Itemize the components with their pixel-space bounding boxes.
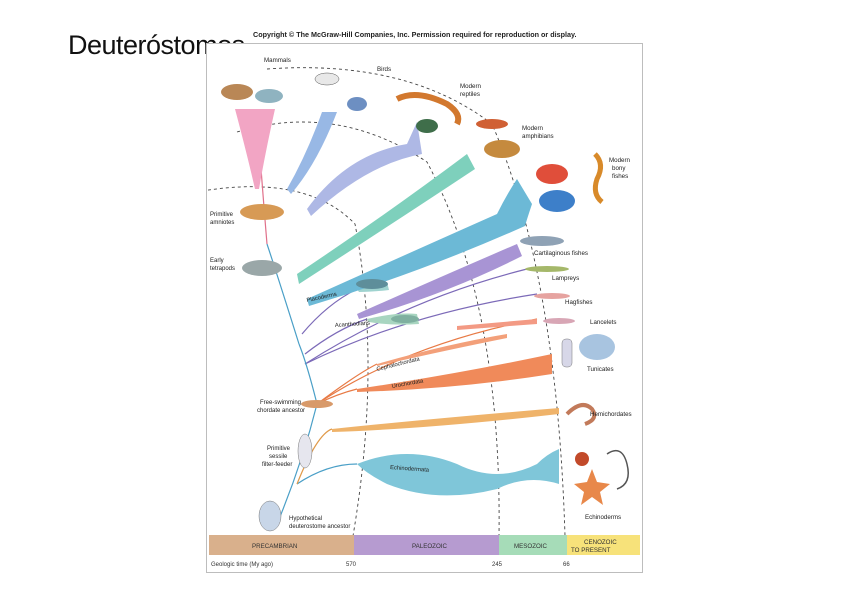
acanthodian-illustration — [391, 315, 419, 323]
lineage-lancelets — [457, 319, 537, 330]
label-birds: Birds — [377, 66, 391, 73]
deuterostome-illustration — [258, 500, 282, 532]
hemichordate-illustration — [565, 403, 597, 426]
copyright-notice: Copyright © The McGraw-Hill Companies, I… — [253, 30, 577, 39]
branch-line-echinoderms — [296, 463, 358, 485]
red-fish-illustration — [536, 164, 568, 184]
label-sessile-1: Primitive — [267, 446, 291, 452]
branch-line-tetrapods — [266, 243, 300, 345]
label-modern-reptiles-2: reptiles — [460, 91, 480, 98]
label-modern-amphibians-1: Modern — [522, 125, 544, 132]
label-mammals: Mammals — [264, 57, 291, 64]
tunicate-illustration-2 — [579, 334, 615, 360]
lineage-cephalochordata — [377, 334, 507, 366]
label-chordate-ancestor-1: Free-swimming — [260, 400, 301, 406]
tetrapod-illustration — [242, 260, 282, 276]
label-bony-fishes-1: Modern — [609, 157, 631, 164]
lineage-mammals — [235, 109, 275, 189]
seahorse-illustration — [592, 152, 604, 204]
branch-line-acanthodians — [304, 318, 368, 355]
timeline: Geologic time (My ago) 570 245 66 — [211, 562, 570, 568]
label-lancelets: Lancelets — [590, 319, 617, 326]
branch-line-stem — [276, 343, 318, 525]
label-urochordata: Urochordata — [391, 378, 424, 390]
mammal-illustration-2 — [255, 89, 283, 103]
lineage-birds — [287, 112, 337, 194]
sessile-illustration — [297, 433, 313, 469]
era-mesozoic — [499, 535, 567, 555]
hagfish-illustration — [534, 293, 570, 299]
lineage-urochordata — [357, 354, 552, 392]
lineage-echinodermata — [357, 449, 559, 496]
label-bony-fishes-3: fishes — [612, 173, 628, 180]
label-primitive-amniotes-1: Primitive — [210, 212, 234, 218]
label-early-tetrapods-1: Early — [210, 258, 224, 264]
label-deuterostome-1: Hypothetical — [289, 516, 322, 522]
shark-illustration — [520, 236, 564, 246]
era-boundary-precambrian — [201, 186, 369, 537]
brittle-star-illustration — [606, 449, 629, 490]
timeline-tick-66: 66 — [563, 562, 570, 568]
label-hemichordates: Hemichordates — [590, 411, 632, 418]
lineage-lampreys — [357, 244, 522, 319]
salamander-illustration — [476, 119, 508, 129]
label-modern-reptiles-1: Modern — [460, 83, 482, 90]
label-acanthodians: Acanthodians — [335, 321, 371, 329]
label-tunicates: Tunicates — [587, 366, 614, 373]
lamprey-illustration — [525, 266, 569, 272]
era-label-paleozoic: PALEOZOIC — [412, 543, 447, 550]
timeline-tick-245: 245 — [492, 562, 503, 568]
label-echinodermata: Echinodermata — [390, 465, 430, 474]
amniote-illustration — [240, 204, 284, 220]
ancestor-labels: Primitive amniotes Early tetrapods Free-… — [210, 212, 350, 530]
era-precambrian — [209, 535, 354, 555]
mammal-illustration — [221, 84, 253, 100]
timeline-tick-570: 570 — [346, 562, 357, 568]
era-label-cenozoic-2: TO PRESENT — [571, 547, 611, 554]
label-modern-amphibians-2: amphibians — [522, 133, 554, 140]
label-cartilaginous: Cartilaginous fishes — [534, 250, 588, 257]
organisms — [221, 72, 629, 532]
reptile-illustration — [395, 92, 462, 126]
branch-line-hemichordates — [296, 428, 333, 485]
amphibian-illustration — [484, 140, 520, 158]
label-sessile-3: filter-feeder — [262, 462, 292, 468]
era-label-mesozoic: MESOZOIC — [514, 543, 548, 550]
starfish-illustration — [574, 469, 610, 505]
era-paleozoic — [354, 535, 499, 555]
turtle-illustration — [416, 119, 438, 133]
chordate-ancestor-illustration — [301, 400, 333, 408]
lineage-amphibians — [297, 154, 475, 284]
bird-illustration — [314, 72, 340, 86]
label-hagfishes: Hagfishes — [565, 299, 593, 306]
lineage-hemichordates — [332, 408, 559, 432]
label-primitive-amniotes-2: amniotes — [210, 220, 234, 226]
era-bar: PRECAMBRIAN PALEOZOIC MESOZOIC CENOZOIC … — [209, 535, 640, 555]
lineage-bony-fishes — [307, 179, 532, 306]
label-early-tetrapods-2: tetrapods — [210, 266, 235, 272]
group-labels: Mammals Birds Modern reptiles Modern amp… — [264, 57, 632, 521]
label-echinoderms: Echinoderms — [585, 514, 621, 521]
timeline-label: Geologic time (My ago) — [211, 562, 273, 568]
label-lampreys: Lampreys — [552, 275, 579, 282]
lineage-reptiles — [307, 122, 422, 216]
tunicate-illustration — [561, 338, 573, 368]
lineage-spindles — [235, 109, 559, 496]
label-chordate-ancestor-2: chordate ancestor — [257, 408, 305, 414]
phylogeny-tree-svg: Mammals Birds Modern reptiles Modern amp… — [201, 57, 640, 568]
label-sessile-2: sessile — [269, 454, 288, 460]
blue-fish-illustration — [539, 190, 575, 212]
era-label-precambrian: PRECAMBRIAN — [252, 543, 297, 550]
placoderm-illustration — [356, 279, 388, 289]
phylogeny-figure: Mammals Birds Modern reptiles Modern amp… — [201, 43, 643, 573]
urchin-illustration — [575, 452, 589, 466]
bird-illustration-2 — [347, 97, 367, 111]
era-label-cenozoic-1: CENOZOIC — [584, 539, 617, 546]
era-cenozoic — [567, 535, 640, 555]
lancelet-illustration — [543, 318, 575, 324]
label-bony-fishes-2: bony — [612, 165, 626, 172]
label-deuterostome-2: deuterostome ancestor — [289, 524, 350, 530]
branch-line-lampreys — [304, 268, 528, 365]
